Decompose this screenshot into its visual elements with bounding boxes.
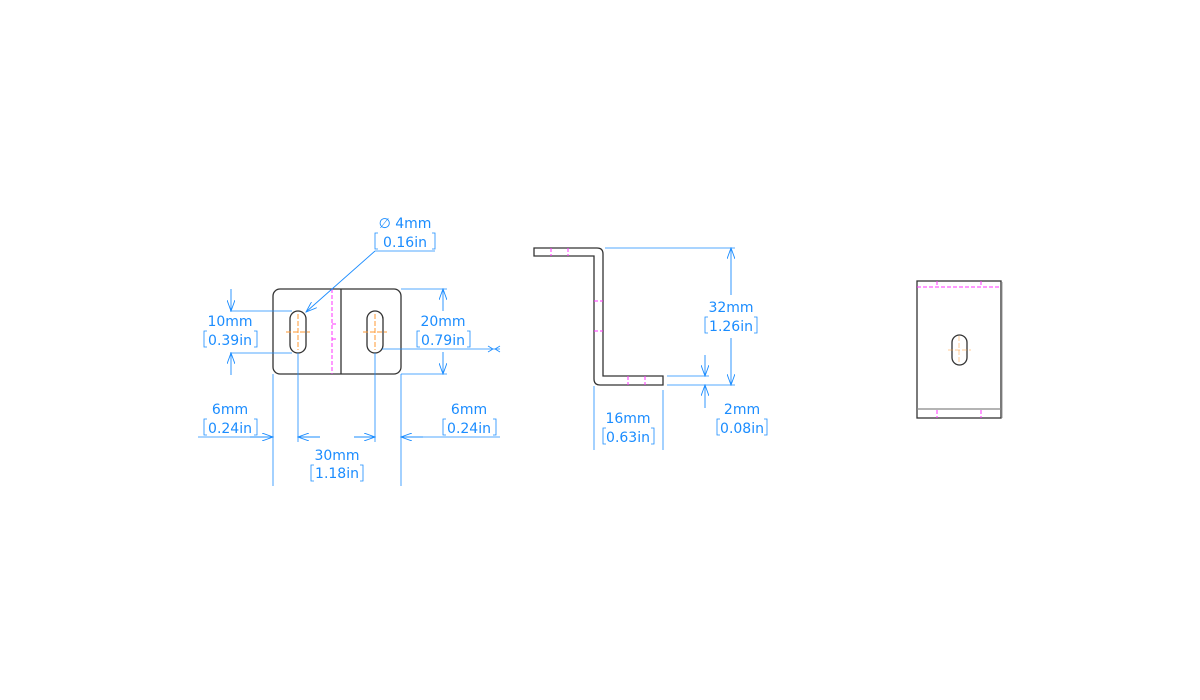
dim-value-mm: 10mm [207,314,252,330]
z-profile [533,247,664,386]
dim-flange: 16mm 0.63in [593,386,664,450]
diameter-symbol: ∅ [379,216,391,232]
end-outline [916,280,1002,419]
dim-height: 20mm 0.79in [382,289,501,374]
dim-value-in: 0.16in [383,235,427,251]
dim-value-in: 1.26in [709,319,753,335]
dim-value-mm: 2mm [724,402,760,418]
dim-value-in: 1.18in [315,466,359,482]
plate-outline [272,288,402,375]
dim-value-mm: 16mm [605,411,650,427]
dim-side-height: 32mm 1.26in [605,248,758,385]
dim-value-in: 0.24in [447,421,491,437]
dim-thickness: 2mm 0.08in [667,355,768,437]
dim-value-in: 0.63in [606,430,650,446]
dim-horizontal [198,353,500,486]
dim-hole-diameter: ∅ 4mm 0.16in [306,216,436,312]
dim-left-offset: 6mm 0.24in [203,402,258,437]
dim-value-in: 0.39in [208,333,252,349]
front-view: ∅ 4mm 0.16in 10mm 0.39in 20mm 0.79in [198,216,501,486]
dim-value-mm: 20mm [420,314,465,330]
dim-hole-spacing: 30mm 1.18in [310,448,364,482]
dim-value-mm: 6mm [451,402,487,418]
dim-value-in: 0.24in [208,421,252,437]
svg-text:∅ 4mm: ∅ 4mm [379,216,432,232]
dim-value-in: 0.08in [720,421,764,437]
dim-value-mm: 30mm [314,448,359,464]
center-mark-right [363,314,387,350]
center-mark-left [286,314,310,350]
dim-value-mm: 4mm [395,216,431,232]
dim-slot-length: 10mm 0.39in [203,289,292,375]
dim-right-offset: 6mm 0.24in [442,402,497,437]
dim-value-mm: 32mm [708,300,753,316]
dim-value-mm: 6mm [212,402,248,418]
side-view: 32mm 1.26in 2mm 0.08in 16mm 0.63in [533,247,768,450]
end-view [916,280,1003,419]
dim-value-in: 0.79in [421,333,465,349]
center-mark [948,336,971,364]
